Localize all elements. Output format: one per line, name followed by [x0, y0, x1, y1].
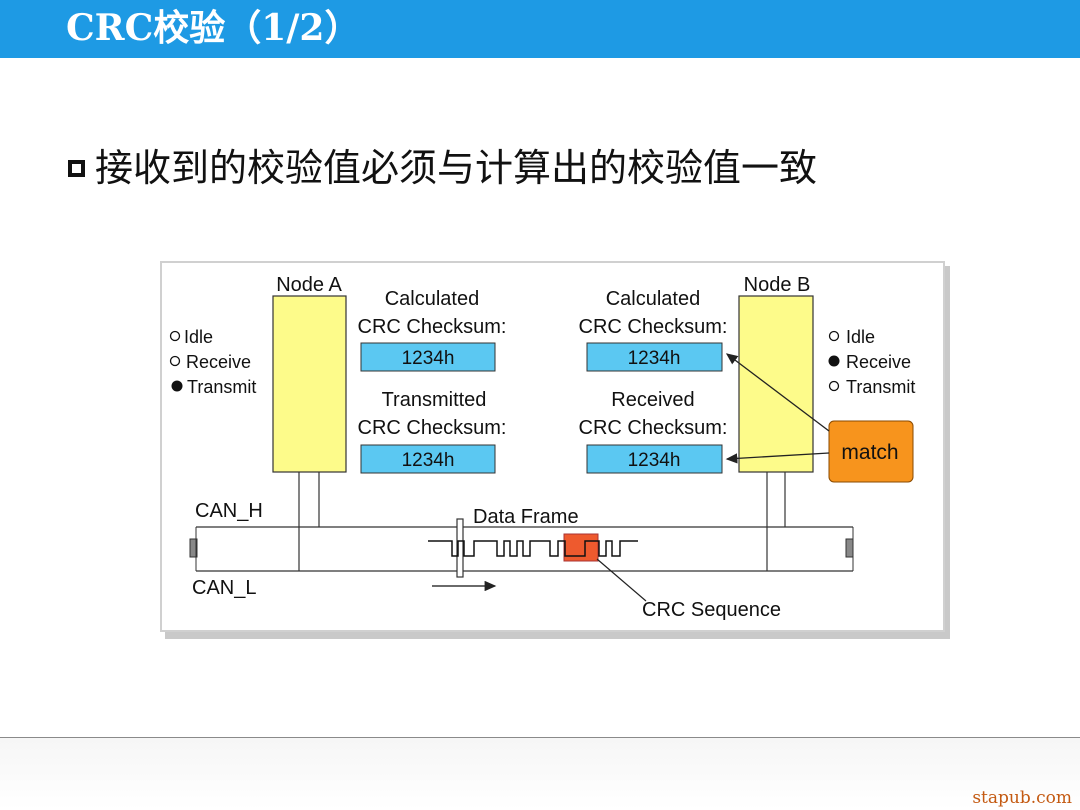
can-h-label: CAN_H	[195, 500, 263, 522]
node-b-transmit-indicator	[828, 380, 840, 392]
data-frame-waveform	[428, 540, 638, 557]
slide-title: CRC校验（1/2）	[66, 7, 361, 49]
crc-sequence-label: CRC Sequence	[642, 599, 781, 621]
node-a-receive-indicator	[169, 355, 181, 367]
b-calc-label-2: CRC Checksum:	[579, 316, 728, 338]
match-label: match	[841, 441, 898, 464]
a-calc-value-box	[360, 342, 496, 372]
b-recv-value: 1234h	[628, 450, 681, 471]
b-recv-label-2: CRC Checksum:	[579, 417, 728, 439]
node-b-idle-indicator	[828, 330, 840, 342]
footer-divider	[0, 737, 1080, 738]
a-calc-label-1: Calculated	[385, 288, 480, 310]
node-b-box	[738, 295, 814, 473]
b-calc-value-box	[586, 342, 723, 372]
footer-area	[0, 738, 1080, 810]
title-bar	[0, 0, 1080, 58]
node-a-transmit-indicator	[171, 380, 183, 392]
node-a-idle-indicator	[169, 330, 181, 342]
b-recv-label-1: Received	[611, 389, 694, 411]
square-bullet-icon	[68, 159, 85, 177]
node-b-state-receive: Receive	[846, 352, 911, 372]
node-b-receive-indicator	[828, 355, 840, 367]
node-b-label: Node B	[744, 274, 811, 296]
diagram-canvas: Node A Idle Receive Transmit Calculated …	[160, 261, 950, 639]
node-b-state-idle: Idle	[846, 327, 875, 347]
frame-start-marker	[456, 518, 464, 578]
can-l-label: CAN_L	[192, 577, 256, 599]
crc-block	[563, 533, 599, 562]
a-trans-value: 1234h	[402, 450, 455, 471]
bullet-text: 接收到的校验值必须与计算出的校验值一致	[95, 146, 818, 190]
match-arrow-to-received	[725, 452, 830, 464]
a-calc-value: 1234h	[402, 348, 455, 369]
watermark: stapub.com	[972, 788, 1072, 808]
node-a-state-transmit: Transmit	[187, 377, 256, 397]
a-calc-label-2: CRC Checksum:	[358, 316, 507, 338]
data-frame-label: Data Frame	[473, 506, 579, 528]
b-calc-label-1: Calculated	[606, 288, 701, 310]
b-calc-value: 1234h	[628, 348, 681, 369]
a-trans-label-2: CRC Checksum:	[358, 417, 507, 439]
node-a-box	[272, 295, 347, 473]
match-arrow-to-calculated	[725, 353, 830, 432]
a-trans-label-1: Transmitted	[382, 389, 487, 411]
match-box	[828, 420, 914, 483]
bus-terminator-right	[845, 538, 854, 558]
node-a-state-receive: Receive	[186, 352, 251, 372]
a-trans-value-box	[360, 444, 496, 474]
bullet-item: 接收到的校验值必须与计算出的校验值一致	[68, 144, 817, 192]
node-a-state-idle: Idle	[184, 327, 213, 347]
node-b-state-transmit: Transmit	[846, 377, 915, 397]
crc-sequence-pointer	[596, 558, 647, 602]
can-crc-diagram: Node A Idle Receive Transmit Calculated …	[160, 261, 952, 641]
node-a-label: Node A	[276, 274, 342, 296]
b-recv-value-box	[586, 444, 723, 474]
